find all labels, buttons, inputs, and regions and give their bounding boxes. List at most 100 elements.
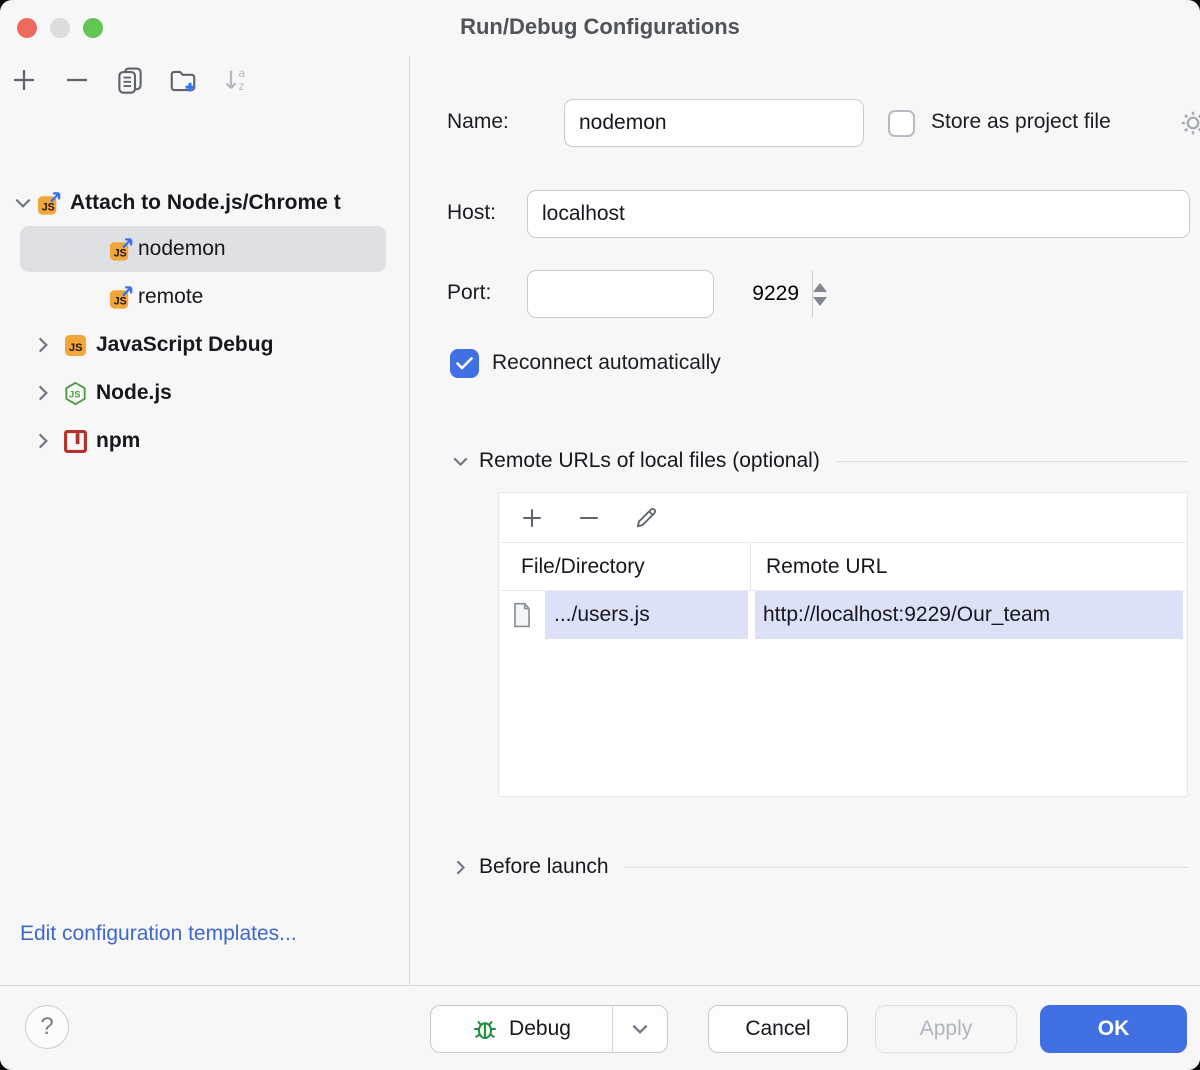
js-attach-icon: JS	[108, 236, 134, 262]
pencil-icon	[632, 504, 660, 532]
minus-icon	[62, 65, 92, 95]
dialog-title: Run/Debug Configurations	[0, 14, 1200, 40]
port-field	[527, 270, 714, 318]
cancel-button-label: Cancel	[745, 1017, 810, 1041]
remove-configuration-button[interactable]	[59, 62, 95, 98]
tree-item-nodemon[interactable]: JS nodemon	[108, 226, 226, 272]
file-icon	[499, 602, 545, 628]
port-label: Port:	[447, 281, 491, 305]
npm-icon	[62, 428, 88, 454]
port-input[interactable]	[528, 271, 812, 317]
cell-file-directory[interactable]: .../users.js	[545, 591, 748, 639]
tree-item-label: nodemon	[138, 237, 226, 261]
table-row[interactable]: .../users.js http://localhost:9229/Our_t…	[499, 591, 1187, 639]
titlebar: Run/Debug Configurations	[0, 0, 1200, 56]
checkmark-icon	[456, 357, 473, 370]
tree-item-label: npm	[96, 429, 140, 453]
tree-item-npm[interactable]: npm	[30, 418, 140, 464]
js-attach-icon: JS	[108, 284, 134, 310]
cancel-button[interactable]: Cancel	[708, 1005, 848, 1053]
copy-configuration-button[interactable]	[112, 62, 148, 98]
section-rule	[836, 461, 1188, 462]
help-label: ?	[40, 1013, 53, 1041]
add-configuration-button[interactable]	[6, 62, 42, 98]
tree-item-nodejs[interactable]: JS Node.js	[30, 370, 172, 416]
cell-gap	[748, 591, 755, 639]
ok-button-label: OK	[1098, 1017, 1130, 1041]
copy-icon	[115, 65, 145, 95]
apply-button-label: Apply	[920, 1017, 973, 1041]
tree-item-label: Attach to Node.js/Chrome t	[70, 191, 341, 215]
bug-icon	[472, 1016, 498, 1042]
port-stepper	[812, 271, 827, 317]
chevron-down-icon	[632, 1024, 648, 1034]
reconnect-automatically-label: Reconnect automatically	[492, 351, 721, 375]
remote-urls-table: File/Directory Remote URL .../users.js h…	[498, 492, 1188, 797]
table-edit-button[interactable]	[628, 500, 664, 536]
plus-icon	[9, 65, 39, 95]
svg-text:JS: JS	[114, 247, 127, 259]
debug-button[interactable]: Debug	[431, 1006, 612, 1052]
svg-text:JS: JS	[69, 389, 80, 399]
tree-item-javascript-debug[interactable]: JS JavaScript Debug	[30, 322, 273, 368]
svg-text:JS: JS	[42, 201, 55, 213]
stepper-down-icon[interactable]	[813, 297, 827, 306]
new-folder-button[interactable]	[165, 62, 201, 98]
section-rule	[625, 867, 1188, 868]
svg-text:z: z	[239, 79, 245, 93]
table-add-button[interactable]	[514, 500, 550, 536]
configuration-editor: Name: Store as project file Host: Port:	[411, 56, 1200, 985]
tree-item-label: remote	[138, 285, 203, 309]
apply-button[interactable]: Apply	[875, 1005, 1017, 1053]
table-remove-button[interactable]	[571, 500, 607, 536]
sort-alphabetically-icon: a z	[221, 65, 251, 95]
help-button[interactable]: ?	[25, 1005, 69, 1049]
chevron-down-icon[interactable]	[447, 457, 473, 466]
cell-remote-url[interactable]: http://localhost:9229/Our_team	[755, 591, 1183, 639]
store-as-project-file-checkbox[interactable]	[888, 110, 915, 137]
stepper-up-icon[interactable]	[813, 283, 827, 292]
configurations-sidebar: a z JS Attach to Node.js/C	[0, 56, 410, 985]
store-as-project-file-label: Store as project file	[931, 110, 1111, 134]
section-title: Remote URLs of local files (optional)	[479, 449, 820, 473]
sidebar-toolbar: a z	[6, 62, 254, 98]
remote-urls-section-header[interactable]: Remote URLs of local files (optional)	[447, 447, 1188, 475]
chevron-right-icon[interactable]	[30, 433, 56, 449]
tree-item-remote[interactable]: JS remote	[108, 274, 203, 320]
chevron-right-icon[interactable]	[30, 337, 56, 353]
host-label: Host:	[447, 201, 496, 225]
table-toolbar	[499, 493, 1187, 543]
chevron-right-icon[interactable]	[30, 385, 56, 401]
new-folder-icon	[168, 65, 198, 95]
minus-icon	[575, 504, 603, 532]
chevron-down-icon[interactable]	[10, 198, 36, 208]
plus-icon	[518, 504, 546, 532]
sort-configurations-button[interactable]: a z	[218, 62, 254, 98]
edit-configuration-templates-link[interactable]: Edit configuration templates...	[20, 922, 297, 946]
javascript-icon: JS	[62, 332, 88, 358]
dialog-footer: ? Debug Cancel Apply OK	[0, 985, 1200, 1070]
column-header-remote-url[interactable]: Remote URL	[751, 555, 1187, 579]
js-attach-icon: JS	[36, 190, 62, 216]
name-input[interactable]	[564, 99, 864, 147]
debug-options-dropdown[interactable]	[613, 1006, 667, 1052]
table-header-row: File/Directory Remote URL	[499, 543, 1187, 591]
section-title: Before launch	[479, 855, 609, 879]
debug-button-label: Debug	[509, 1017, 571, 1041]
name-label: Name:	[447, 110, 509, 134]
column-header-file-directory[interactable]: File/Directory	[499, 543, 751, 590]
ok-button[interactable]: OK	[1040, 1005, 1187, 1053]
tree-item-attach-to-nodejs-chrome[interactable]: JS Attach to Node.js/Chrome t	[10, 180, 341, 226]
debug-split-button: Debug	[430, 1005, 668, 1053]
reconnect-automatically-checkbox[interactable]	[450, 349, 479, 378]
nodejs-icon: JS	[62, 380, 88, 406]
host-input[interactable]	[527, 190, 1190, 238]
tree-item-label: Node.js	[96, 381, 172, 405]
svg-text:a: a	[239, 66, 246, 80]
tree-item-label: JavaScript Debug	[96, 333, 273, 357]
svg-text:JS: JS	[69, 342, 82, 354]
before-launch-section-header[interactable]: Before launch	[447, 853, 1188, 881]
chevron-right-icon[interactable]	[447, 860, 473, 875]
gear-icon[interactable]	[1178, 108, 1200, 138]
